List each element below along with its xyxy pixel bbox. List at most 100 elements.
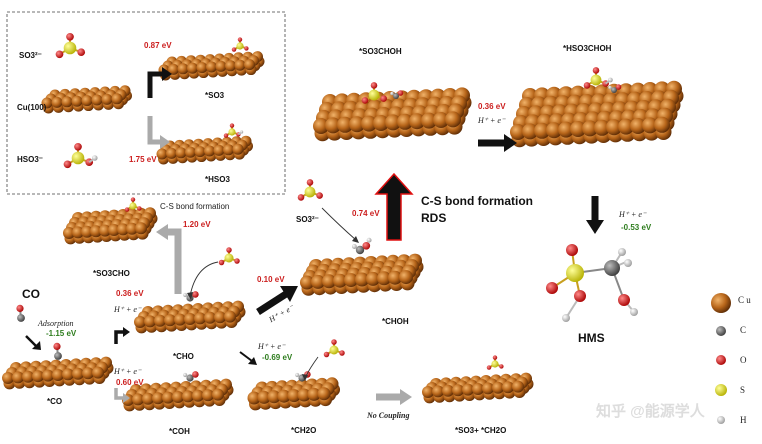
adsorbed-hso3choh-ch: [608, 84, 622, 93]
so3-ion-molecule: [55, 32, 86, 59]
cu-atom: [144, 315, 156, 328]
cu-atom: [399, 270, 413, 285]
hso3-product-label: *HSO3: [205, 175, 230, 184]
cu-atom: [82, 367, 94, 380]
cu-atom: [344, 273, 358, 288]
cs-formation-small: C-S bond formation: [160, 202, 230, 211]
adsorption-energy: -1.15 eV: [46, 329, 77, 338]
adsorbed-so3cho: [124, 197, 142, 212]
cu-atom: [111, 93, 123, 105]
cu-atom: [51, 96, 63, 108]
cu-atom: [546, 122, 562, 139]
adsorbed-so3choh: [361, 82, 387, 104]
slab-so3choh: [313, 87, 472, 142]
oxygen-atom: [486, 365, 492, 370]
cu-atom: [108, 224, 120, 236]
oxygen-atom: [16, 304, 24, 312]
cho-energy: 0.36 eV: [116, 289, 144, 298]
oxygen-atom: [361, 97, 369, 104]
cu-atom: [307, 387, 321, 401]
cu-atom: [142, 392, 154, 405]
cu-atom: [247, 391, 261, 405]
cu-atom: [311, 274, 325, 289]
hydrogen-atom: [390, 91, 394, 96]
oxygen-atom: [615, 84, 622, 90]
slab-cu100: [41, 85, 132, 114]
arrow-co-to-cho: [114, 330, 124, 344]
hydrogen-atom: [351, 244, 357, 249]
oxygen-atom: [546, 282, 558, 294]
oxygen-atom: [231, 47, 237, 52]
sulfur-atom: [63, 41, 77, 55]
oxygen-atom: [192, 291, 199, 298]
cu-atom: [99, 224, 111, 237]
cu-atom: [472, 383, 484, 395]
oxygen-atom: [492, 355, 498, 360]
slab-hso3: [156, 135, 253, 165]
cu-atom: [63, 227, 75, 239]
arrow-to-hso3: [147, 116, 160, 145]
free-co-molecule: [16, 304, 25, 322]
rds-arrow: [374, 172, 414, 241]
slab-so3cho: [63, 207, 158, 245]
cu-atom: [422, 386, 434, 398]
oxygen-atom: [55, 50, 64, 59]
oxygen-atom: [124, 207, 130, 212]
cu-atom: [317, 387, 331, 401]
oxygen-atom: [362, 241, 371, 250]
oxygen-atom: [192, 371, 199, 378]
cu-atom: [287, 389, 301, 403]
choh-energy: 0.10 eV: [257, 275, 285, 284]
slab-so3-ch2o: [422, 372, 534, 404]
slab-choh: [300, 253, 424, 296]
free-so3-near-cho: [218, 247, 240, 266]
legend-c: C: [740, 325, 747, 335]
cu-atom: [300, 275, 314, 290]
carbon-atom: [393, 93, 399, 99]
oxygen-atom: [74, 142, 82, 151]
he-label-hso3choh: H⁺ + e⁻: [478, 116, 506, 125]
rds-energy: 0.74 eV: [352, 209, 380, 218]
co-label: CO: [22, 287, 40, 301]
cu-atom: [91, 94, 103, 106]
cu-atom: [184, 313, 196, 325]
legend-s-atom: [715, 384, 727, 396]
cu-atom: [433, 112, 449, 128]
oxygen-atom: [223, 133, 229, 138]
hso3-energy: 1.75 eV: [129, 155, 157, 164]
hydrogen-atom: [624, 259, 632, 267]
hso3-ion-molecule: [63, 142, 98, 169]
cu-atom: [582, 120, 598, 137]
cu-atom: [185, 146, 196, 158]
cu-atom: [71, 95, 83, 107]
cu-atom: [349, 116, 365, 133]
cu-atom: [366, 271, 380, 286]
so3-free-label: SO3²⁻: [296, 215, 319, 224]
cu-atom: [12, 371, 24, 384]
legend-o-atom: [716, 355, 726, 365]
star-choh-label: *CHOH: [382, 317, 409, 326]
cu-atom: [213, 144, 225, 156]
cu-atom: [333, 273, 347, 288]
cu-atom: [355, 272, 369, 287]
sulfur-atom: [329, 345, 339, 355]
oxygen-atom: [229, 123, 235, 128]
oxygen-atom: [226, 247, 232, 253]
adsorbed-so3-separate: [486, 355, 504, 370]
oxygen-atom: [218, 259, 225, 266]
cu-atom: [194, 146, 206, 158]
cu-atom: [322, 274, 336, 289]
cu-atom: [297, 388, 311, 402]
cu-atom: [214, 311, 226, 324]
cu-atom: [164, 314, 176, 327]
no-coupling-label: No Coupling: [367, 411, 410, 420]
sulfur-atom: [368, 89, 380, 101]
cu-atom: [22, 370, 34, 383]
star-ch2o-label: *CH2O: [291, 426, 317, 435]
slab-hso3choh: [510, 80, 684, 148]
cu-atom: [126, 222, 138, 235]
adsorbed-hso3: [223, 123, 244, 138]
cu-atom: [192, 389, 204, 402]
cu-atom: [72, 226, 84, 239]
carbon-atom: [604, 260, 620, 276]
